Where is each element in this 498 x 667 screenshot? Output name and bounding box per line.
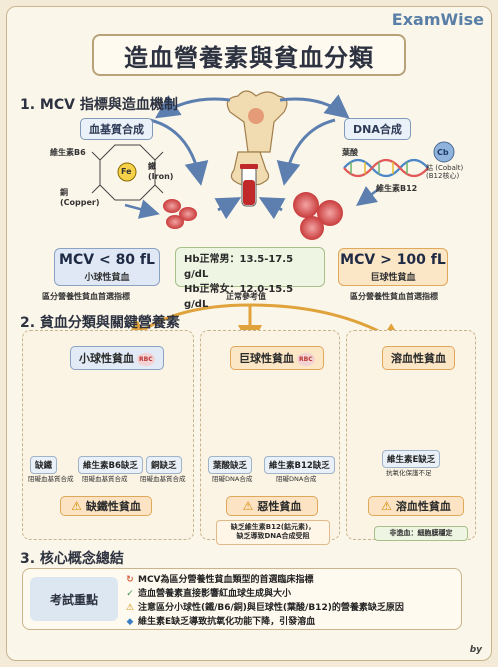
title-banner: 造血營養素與貧血分類 (92, 34, 406, 76)
mcv-low-box: MCV < 80 fL 小球性貧血 (54, 248, 160, 286)
macro-note: 缺乏維生素B12(鈷元素)， 缺乏導致DNA合成受阻 (216, 520, 330, 545)
warning-icon: ⚠ (125, 603, 135, 613)
hb-male: Hb正常男：13.5-17.5 g/dL (184, 254, 294, 280)
micro-type-label: 小球性貧血 (79, 352, 134, 365)
micro-item-iron: 缺鐵 (30, 456, 58, 474)
heme-synthesis-tag: 血基質合成 (80, 118, 153, 140)
micro-result: ⚠缺鐵性貧血 (60, 496, 152, 516)
micro-item-b6: 維生素B6缺乏 (78, 456, 143, 474)
rbc-badge: RBC (137, 352, 155, 366)
mcv-high-value: MCV > 100 fL (340, 251, 446, 268)
rbc-badge: RBC (297, 352, 315, 366)
dna-synthesis-tag: DNA合成 (344, 118, 411, 140)
section1-heading: 1. MCV 指標與造血機制 (20, 97, 178, 113)
mcv-low-caption: 區分營養性貧血首選指標 (42, 292, 130, 301)
summary-line-3: ⚠注意區分小球性(鐵/B6/銅)與巨球性(葉酸/B12)的營養素缺乏原因 (124, 600, 404, 613)
page-title: 造血營養素與貧血分類 (124, 43, 374, 72)
hemo-type-tag: 溶血性貧血 (382, 346, 455, 370)
check-icon: ✓ (126, 589, 134, 599)
mcv-high-caption: 區分營養性貧血首選指標 (350, 292, 438, 301)
summary-text-4: 維生素E缺乏導致抗氧化功能下降，引發溶血 (138, 617, 316, 627)
macro-item-b12-sub: 阻礙DNA合成 (276, 475, 317, 483)
refresh-icon: ↻ (126, 575, 134, 585)
mcv-high-box: MCV > 100 fL 巨球性貧血 (338, 248, 448, 286)
byline: by (469, 645, 482, 655)
warning-icon: ⚠ (71, 499, 82, 513)
iron-label: 鐵 (Iron) (148, 162, 174, 181)
macro-item-folate: 葉酸缺乏 (208, 456, 253, 474)
vit-b12-label: 維生素B12 (376, 184, 418, 193)
hemo-result: ⚠溶血性貧血 (368, 496, 464, 516)
brand-logo: ExamWise (391, 10, 484, 29)
macro-item-b12: 維生素B12缺乏 (264, 456, 335, 474)
macro-item-folate-sub: 阻礙DNA合成 (212, 475, 253, 483)
folate-label: 葉酸 (342, 148, 358, 157)
summary-line-4: ◆ 維生素E缺乏導致抗氧化功能下降，引發溶血 (124, 614, 316, 627)
exam-focus-label: 考試重點 (30, 577, 118, 621)
section2-heading: 2. 貧血分類與關鍵營養素 (20, 315, 180, 331)
summary-text-1: MCV為區分營養性貧血類型的首選臨床指標 (138, 575, 314, 585)
micro-item-b6-sub: 阻礙血基質合成 (82, 475, 128, 483)
cobalt-label: 鈷 (Cobalt) (B12核心) (426, 164, 464, 181)
summary-text-3: 注意區分小球性(鐵/B6/銅)與巨球性(葉酸/B12)的營養素缺乏原因 (138, 603, 404, 613)
hemo-item-vit-e: 維生素E缺乏 (382, 450, 441, 468)
micro-item-iron-sub: 阻礙血基質合成 (28, 475, 74, 483)
warning-icon: ⚠ (381, 499, 392, 513)
vit-b6-label: 維生素B6 (50, 148, 86, 157)
mcv-high-type: 巨球性貧血 (370, 272, 416, 283)
macro-result-label: 惡性貧血 (257, 500, 302, 513)
fe-label: Fe (121, 167, 132, 176)
macro-type-label: 巨球性貧血 (239, 352, 294, 365)
hb-caption: 正常參考值 (226, 292, 266, 301)
micro-item-copper-sub: 阻礙血基質合成 (140, 475, 186, 483)
micro-result-label: 缺鐵性貧血 (85, 500, 141, 513)
warning-icon: ⚠ (242, 499, 254, 513)
macro-result: ⚠惡性貧血 (226, 496, 318, 516)
hemo-result-label: 溶血性貧血 (395, 500, 451, 513)
hemo-item-vit-e-sub: 抗氧化保護不足 (386, 469, 432, 477)
mcv-low-value: MCV < 80 fL (59, 251, 155, 268)
summary-text-2: 造血營養素直接影響紅血球生成與大小 (138, 589, 292, 599)
hemo-note: 非造血：細胞膜穩定 (374, 526, 468, 542)
cb-label: Cb (437, 148, 449, 157)
summary-line-1: ↻ MCV為區分營養性貧血類型的首選臨床指標 (124, 572, 314, 585)
mcv-low-type: 小球性貧血 (84, 272, 130, 283)
hb-female: Hb正常女：12.0-15.5 g/dL (184, 284, 294, 310)
hb-reference-box: Hb正常男：13.5-17.5 g/dL Hb正常女：12.0-15.5 g/d… (175, 247, 325, 310)
shield-icon: ◆ (126, 617, 134, 627)
summary-line-2: ✓ 造血營養素直接影響紅血球生成與大小 (124, 586, 291, 599)
copper-label: 銅 (Copper) (60, 188, 100, 207)
section3-heading: 3. 核心概念總結 (20, 551, 124, 567)
micro-item-copper: 銅缺乏 (146, 456, 182, 474)
